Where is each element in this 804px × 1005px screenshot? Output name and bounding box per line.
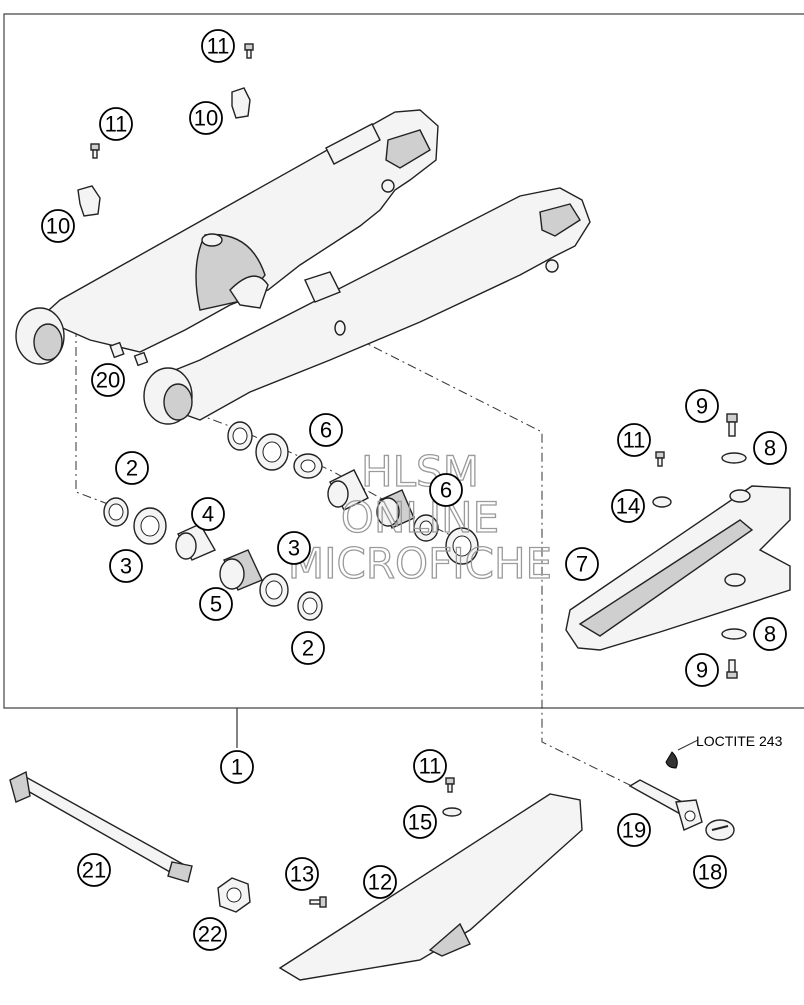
callout: 7 [565,547,599,581]
callout: 6 [429,473,463,507]
callout: 18 [693,855,727,889]
hardware-right [652,413,747,679]
callout-label: 21 [82,858,106,883]
callout-label: 5 [210,592,222,617]
callout: 12 [363,865,397,899]
callout-label: 1 [231,755,243,780]
callout: 2 [291,631,325,665]
callout: 8 [753,431,787,465]
callout: 10 [189,101,223,135]
loctite-label: LOCTITE 243 [696,733,783,749]
callout-label: 11 [419,754,442,779]
callout-label: 19 [622,818,646,843]
callout-label: 18 [698,860,722,885]
callout-label: 6 [440,478,452,503]
callout-label: 9 [696,394,708,419]
callout: 13 [285,857,319,891]
callout-label: 10 [194,106,218,131]
bearing-parts [103,421,479,621]
callout: 11 [201,29,235,63]
callout-label: 2 [302,636,314,661]
callout: 11 [99,107,133,141]
callout-label: 7 [576,552,588,577]
clip-10-lower [77,185,101,217]
callout: 4 [191,497,225,531]
callout-label: 10 [46,214,70,239]
callout: 15 [403,805,437,839]
callout-label: 13 [290,862,314,887]
callout: 8 [753,617,787,651]
callout-label: 12 [368,870,392,895]
callout: 6 [309,413,343,447]
small-hardware-bottom [309,777,462,908]
chain-slider [565,485,791,651]
callout-label: 8 [764,436,776,461]
callout: 9 [685,653,719,687]
callout-label: 3 [120,554,132,579]
callout: 22 [193,917,227,951]
clip-10-upper [231,87,251,119]
callout: 3 [277,531,311,565]
callout: 1 [220,750,254,784]
watermark-line-2: ONLINE [341,493,499,542]
screw-11-left [90,143,100,159]
cap-18 [705,819,735,841]
assembly-frame [3,13,804,709]
callout: 19 [617,813,651,847]
chain-guard-12 [278,793,583,981]
leader-left-axis [75,328,109,505]
watermark-line-3: MICROFICHE [288,539,552,588]
callout: 9 [685,389,719,423]
callout: 10 [41,209,75,243]
callout-label: 22 [198,922,222,947]
callout: 14 [611,489,645,523]
leader-bolt-19 [339,329,641,791]
callout-label: 11 [623,428,646,453]
callout-label: 6 [320,418,332,443]
callout: 2 [115,451,149,485]
callout-label: 11 [105,112,128,137]
callout-label: 3 [288,536,300,561]
callout: 21 [77,853,111,887]
screw-11-top [244,43,254,59]
callout-label: 14 [616,494,640,519]
callout-label: 11 [207,34,230,59]
callout: 20 [91,363,125,397]
callout-label: 20 [96,368,120,393]
axle-21 [9,770,193,883]
callout: 11 [617,423,651,457]
callout: 3 [109,549,143,583]
callout-label: 4 [202,502,214,527]
callout-label: 2 [126,456,138,481]
callout-label: 8 [764,622,776,647]
callout: 11 [413,749,447,783]
callout-label: 9 [696,658,708,683]
callout: 5 [199,587,233,621]
swingarm [15,109,591,425]
callout-label: 15 [408,810,432,835]
watermark: HLSM ONLINE MICROFICHE [287,446,552,588]
nut-22 [217,877,251,913]
loctite-drop-icon [665,739,699,769]
bolt-19 [628,779,703,831]
